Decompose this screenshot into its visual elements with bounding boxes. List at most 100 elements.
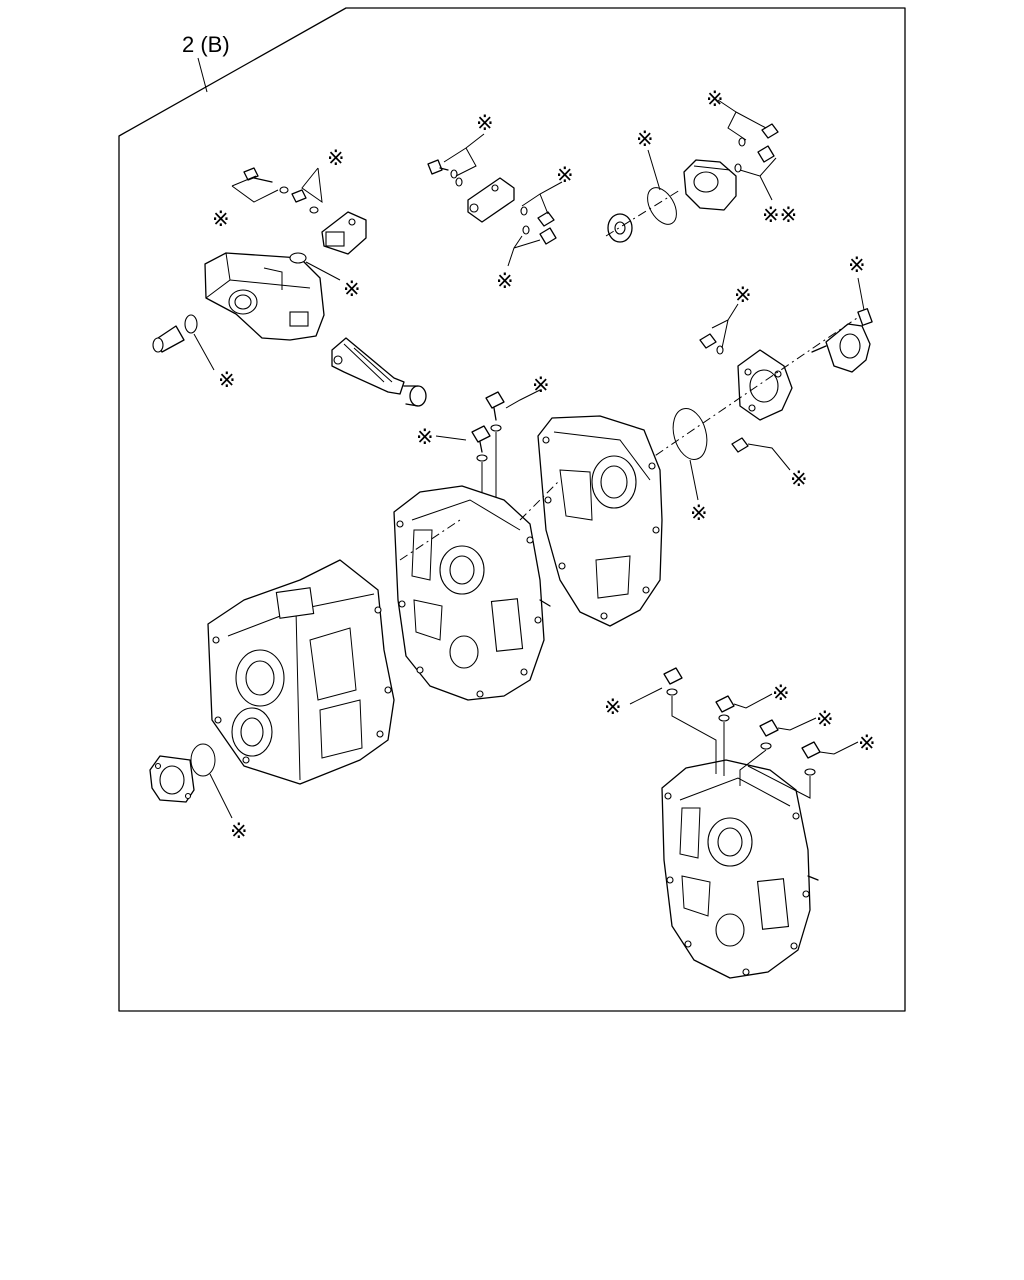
callout-leader xyxy=(507,235,541,267)
callout-leader xyxy=(435,435,467,441)
callout-leader xyxy=(689,459,699,501)
washer xyxy=(760,742,772,750)
assembly-axis xyxy=(399,519,461,561)
bolt xyxy=(715,695,735,713)
bolt xyxy=(539,227,557,245)
callout-note: ※ xyxy=(556,163,574,187)
callout-leader xyxy=(443,133,485,177)
bolt xyxy=(699,333,717,349)
callout-note: ※ xyxy=(848,253,866,277)
plug xyxy=(152,325,185,353)
callout-leader xyxy=(733,693,773,709)
callout-leader xyxy=(629,687,663,705)
group-label-leader xyxy=(197,57,208,93)
washer xyxy=(738,137,746,147)
callout-note: ※ xyxy=(636,127,654,151)
washer xyxy=(450,169,458,179)
callout-note: ※ xyxy=(212,207,230,231)
group-label: 2 (B) xyxy=(182,32,230,57)
washer xyxy=(718,714,730,722)
callout-note: ※ xyxy=(496,269,514,293)
sleeve xyxy=(403,385,427,407)
bolt xyxy=(663,667,683,685)
bolt xyxy=(731,437,749,453)
rear-case xyxy=(537,415,663,627)
fitting-block xyxy=(467,177,515,223)
washer xyxy=(455,177,463,187)
middle-case xyxy=(393,485,551,701)
valve-body-assembly xyxy=(204,252,325,341)
bolt xyxy=(757,145,775,163)
assembly-axis xyxy=(605,189,681,237)
washer xyxy=(716,345,724,355)
callout-note: ※ xyxy=(343,277,361,301)
callout-note: ※ xyxy=(476,111,494,135)
bolt xyxy=(761,123,779,139)
washer xyxy=(804,768,816,776)
gasket-ring xyxy=(190,743,216,777)
washer xyxy=(490,424,502,432)
nut xyxy=(857,308,873,326)
callout-note: ※ xyxy=(604,695,622,719)
diagram-frame xyxy=(118,7,906,1012)
callout-leader xyxy=(819,741,859,755)
pump-cover xyxy=(683,159,737,211)
callout-leader xyxy=(193,333,215,371)
bolt xyxy=(243,167,273,183)
callout-note: ※ xyxy=(230,819,248,843)
washer xyxy=(734,163,742,173)
assembly-axis xyxy=(639,315,861,467)
o-ring xyxy=(184,314,198,334)
o-ring xyxy=(289,252,307,264)
bolt xyxy=(291,189,307,203)
callout-note: ※ xyxy=(790,467,808,491)
callout-note: ※ xyxy=(858,731,876,755)
callout-note: ※ xyxy=(706,87,724,111)
callout-note: ※※ xyxy=(762,203,797,227)
callout-leader xyxy=(711,303,739,349)
callout-leader xyxy=(305,261,341,281)
callout-note: ※ xyxy=(532,373,550,397)
gasket-ring xyxy=(647,187,677,225)
callout-leader xyxy=(521,181,563,215)
front-housing xyxy=(207,559,395,785)
lower-case xyxy=(661,759,819,979)
bolt xyxy=(485,391,505,421)
washer xyxy=(279,186,289,194)
assembly-axis xyxy=(739,749,767,786)
washer xyxy=(520,206,528,216)
bolt xyxy=(801,741,821,759)
gasket-ring xyxy=(672,408,708,460)
callout-leader xyxy=(505,389,541,409)
solenoid xyxy=(321,211,367,255)
end-cover xyxy=(149,755,195,803)
rear-cover xyxy=(737,349,793,421)
callout-note: ※ xyxy=(327,146,345,170)
callout-note: ※ xyxy=(416,425,434,449)
washer xyxy=(309,206,319,214)
callout-leader xyxy=(717,99,767,141)
bolt xyxy=(427,159,449,175)
washer xyxy=(522,225,530,235)
callout-leader xyxy=(231,175,279,203)
callout-leader xyxy=(647,149,661,191)
callout-leader xyxy=(857,277,865,311)
bolt xyxy=(759,719,779,737)
callout-leader xyxy=(747,443,791,471)
callout-leader xyxy=(301,167,323,204)
callout-note: ※ xyxy=(772,681,790,705)
assembly-axis xyxy=(747,765,811,799)
assembly-axis xyxy=(671,696,717,774)
output-shaft xyxy=(811,323,871,373)
bolt xyxy=(537,211,555,227)
washer xyxy=(476,454,488,462)
callout-leader xyxy=(739,157,777,201)
washer xyxy=(666,688,678,696)
callout-note: ※ xyxy=(734,283,752,307)
callout-leader xyxy=(209,773,233,819)
bracket xyxy=(331,337,405,395)
cover-plate xyxy=(607,213,633,243)
callout-note: ※ xyxy=(816,707,834,731)
callout-note: ※ xyxy=(218,368,236,392)
